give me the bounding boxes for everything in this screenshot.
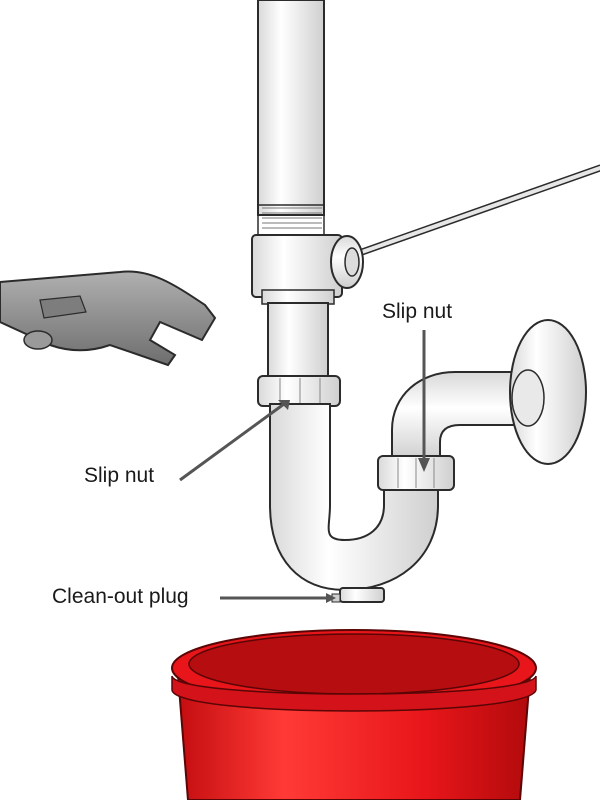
slip-nut-left-label: Slip nut <box>84 464 155 487</box>
arrow-slip-nut-right <box>418 330 430 472</box>
slip-nut-right <box>377 455 455 491</box>
slip-nut-right-label: Slip nut <box>382 300 453 323</box>
lower-tailpiece <box>267 302 329 384</box>
arrow-clean-out <box>220 593 336 603</box>
tailpiece-pipe <box>257 0 325 236</box>
clean-out-plug-label: Clean-out plug <box>52 585 189 608</box>
popup-rod <box>341 164 600 262</box>
clean-out-plug <box>331 587 385 603</box>
wall-flange <box>509 319 587 465</box>
p-trap-bend <box>269 403 439 592</box>
trap-arm <box>391 371 521 463</box>
wrench-icon <box>0 270 217 367</box>
arrow-slip-nut-left <box>179 400 290 482</box>
slip-nut-left <box>257 375 341 407</box>
bucket <box>171 629 537 800</box>
upper-coupling <box>251 234 364 305</box>
